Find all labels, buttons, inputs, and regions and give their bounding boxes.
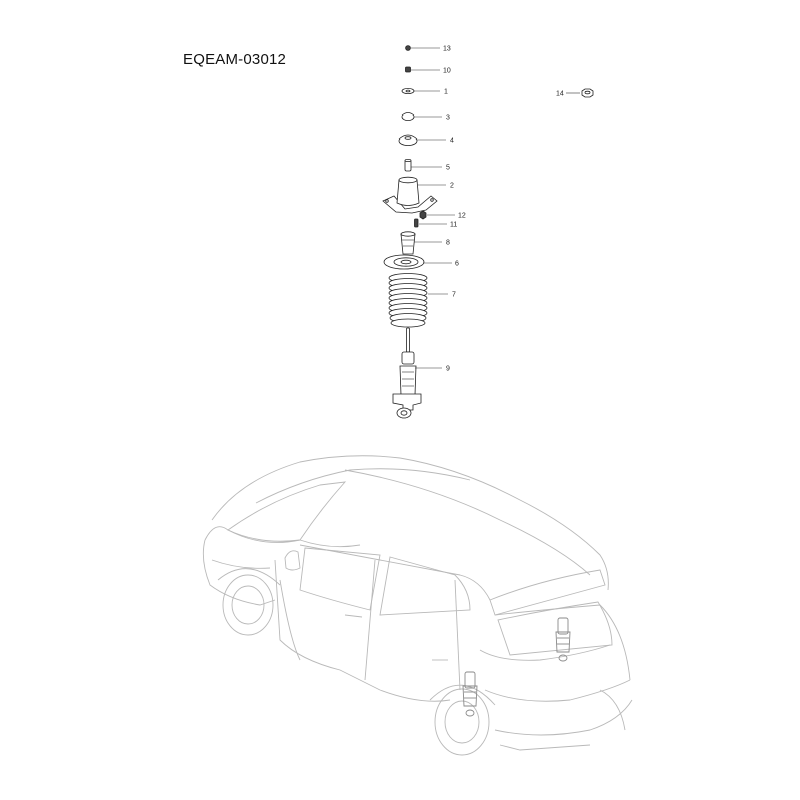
- callout-14: 14: [556, 91, 564, 98]
- part-1-washer[interactable]: 1: [401, 88, 448, 96]
- part-4-bushing[interactable]: 4: [398, 134, 454, 146]
- part-9-shock-absorber[interactable]: 9: [392, 327, 450, 419]
- part-2-top-mount[interactable]: 2: [382, 176, 454, 214]
- callout-13: 13: [443, 46, 451, 53]
- callout-3: 3: [446, 115, 450, 122]
- callout-8: 8: [446, 240, 450, 247]
- callout-10: 10: [443, 68, 451, 75]
- strut-assembly: 13 10 1 3 4: [382, 45, 594, 419]
- callout-7: 7: [452, 292, 456, 299]
- diagram-title: EQEAM-03012: [183, 51, 287, 68]
- part-12-nut[interactable]: 12: [419, 210, 466, 220]
- part-6-spring-seat[interactable]: 6: [383, 254, 459, 270]
- part-7-coil-spring[interactable]: 7: [388, 273, 456, 328]
- callout-6: 6: [455, 261, 459, 268]
- part-14-nut[interactable]: 14: [556, 88, 594, 98]
- part-8-bump-stop[interactable]: 8: [400, 231, 450, 255]
- callout-2: 2: [450, 183, 454, 190]
- callout-4: 4: [450, 138, 454, 145]
- part-5-spacer[interactable]: 5: [404, 158, 450, 172]
- vehicle-illustration: [202, 455, 633, 756]
- part-3-bushing[interactable]: 3: [401, 112, 450, 122]
- callout-1: 1: [444, 89, 448, 96]
- vehicle-shock-left: [462, 671, 478, 717]
- callout-5: 5: [446, 165, 450, 172]
- callout-12: 12: [458, 213, 466, 220]
- callout-9: 9: [446, 366, 450, 373]
- vehicle-shock-right: [555, 617, 571, 662]
- callout-11: 11: [450, 222, 457, 229]
- part-13-nut[interactable]: 13: [405, 45, 451, 53]
- part-10-nut[interactable]: 10: [405, 66, 451, 75]
- part-11-bolt[interactable]: 11: [414, 218, 458, 229]
